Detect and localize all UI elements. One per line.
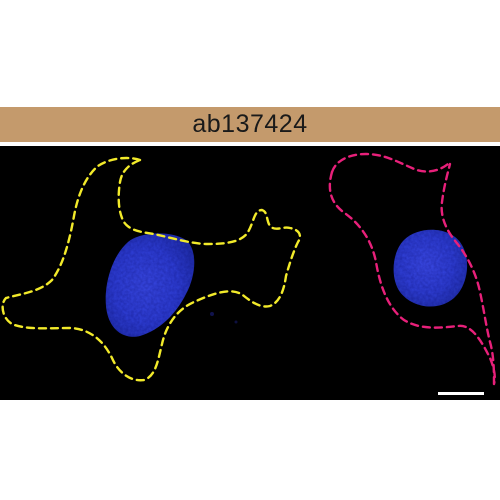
debris-speck — [210, 312, 214, 316]
cell-outline-right-top — [330, 152, 450, 174]
fluorescence-micrograph — [0, 146, 500, 400]
micrograph-svg — [1, 152, 496, 395]
antibody-label-bar: ab137424 — [0, 107, 500, 142]
scale-bar — [438, 392, 484, 395]
antibody-label: ab137424 — [192, 110, 308, 138]
nucleus-right-texture — [393, 229, 468, 307]
debris-speck — [234, 320, 238, 324]
cell-outline-right — [328, 162, 496, 386]
cell-outline-left — [1, 156, 302, 382]
nucleus-left-texture — [105, 233, 195, 337]
